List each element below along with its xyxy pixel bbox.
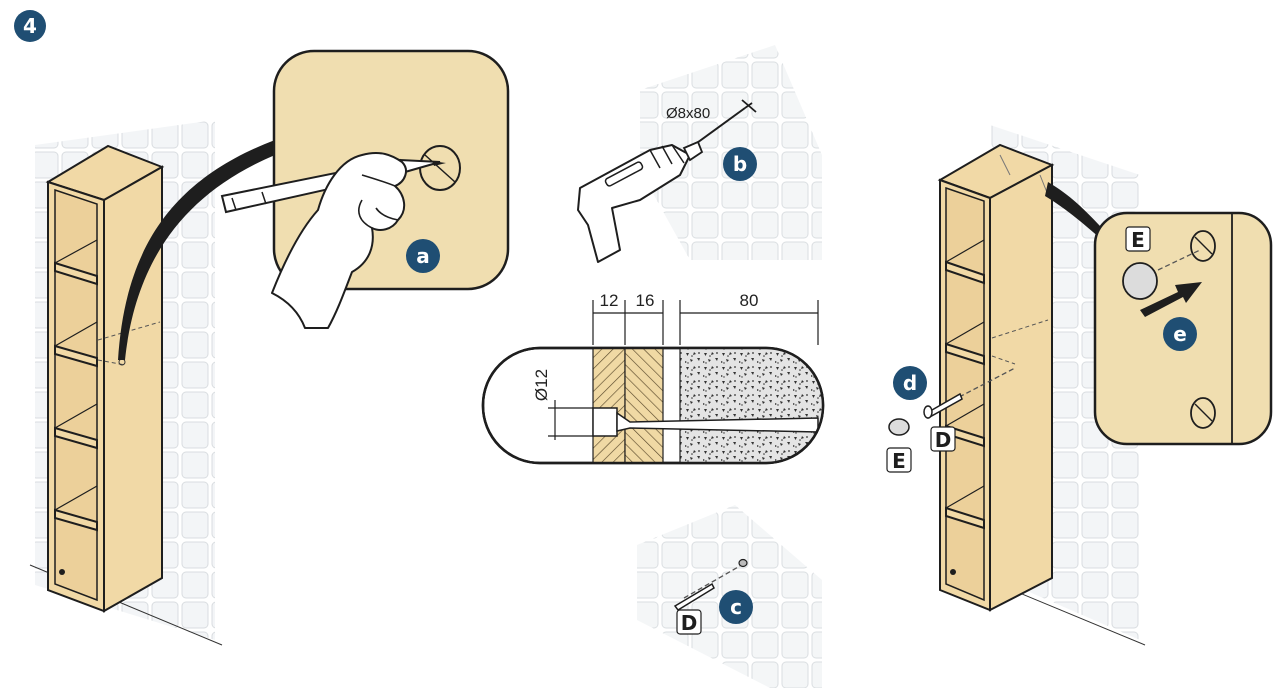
part-label-D-plug: D <box>676 609 702 635</box>
part-label-E-detail: E <box>1125 226 1151 252</box>
svg-text:a: a <box>416 244 430 268</box>
svg-text:e: e <box>1173 322 1187 346</box>
step-number-badge: 4 <box>14 10 46 42</box>
marker-e: e <box>1163 317 1197 351</box>
step-number: 4 <box>23 14 37 38</box>
marker-c: c <box>719 590 753 624</box>
left-shelf-unit <box>45 144 165 613</box>
detail-cap-insert: E e <box>1093 211 1273 446</box>
svg-text:E: E <box>1131 228 1145 252</box>
svg-text:D: D <box>935 428 952 452</box>
push-arrow-icon <box>1140 282 1202 317</box>
svg-text:b: b <box>733 152 747 176</box>
marker-b: b <box>723 147 757 181</box>
drill-bit-size: Ø8x80 <box>666 105 710 122</box>
dimension-12: 12 <box>600 291 619 310</box>
drill-illustration: Ø8x80 b <box>577 45 822 263</box>
hand-icon <box>271 152 407 329</box>
part-label-D-screw: D <box>930 426 956 452</box>
detail-mark-hole: a <box>220 49 510 329</box>
svg-text:E: E <box>892 449 906 473</box>
svg-text:c: c <box>730 595 742 619</box>
cross-section-diagram: 12 16 80 Ø12 <box>481 291 825 465</box>
right-shelf-unit <box>937 143 1055 612</box>
screw-and-cap: d D E <box>886 366 1016 473</box>
svg-text:D: D <box>681 611 698 635</box>
dimension-16: 16 <box>636 291 655 310</box>
svg-text:d: d <box>903 371 917 395</box>
drill-icon <box>577 140 704 263</box>
dimension-diameter: Ø12 <box>532 369 551 401</box>
part-label-E-cap: E <box>886 447 912 473</box>
wall-plug-illustration: D c <box>637 505 822 688</box>
marker-d: d <box>893 366 927 400</box>
callout-curve-e <box>1045 182 1108 245</box>
dimension-80: 80 <box>740 291 759 310</box>
marker-a: a <box>406 239 440 273</box>
callout-curve-a <box>118 140 275 360</box>
